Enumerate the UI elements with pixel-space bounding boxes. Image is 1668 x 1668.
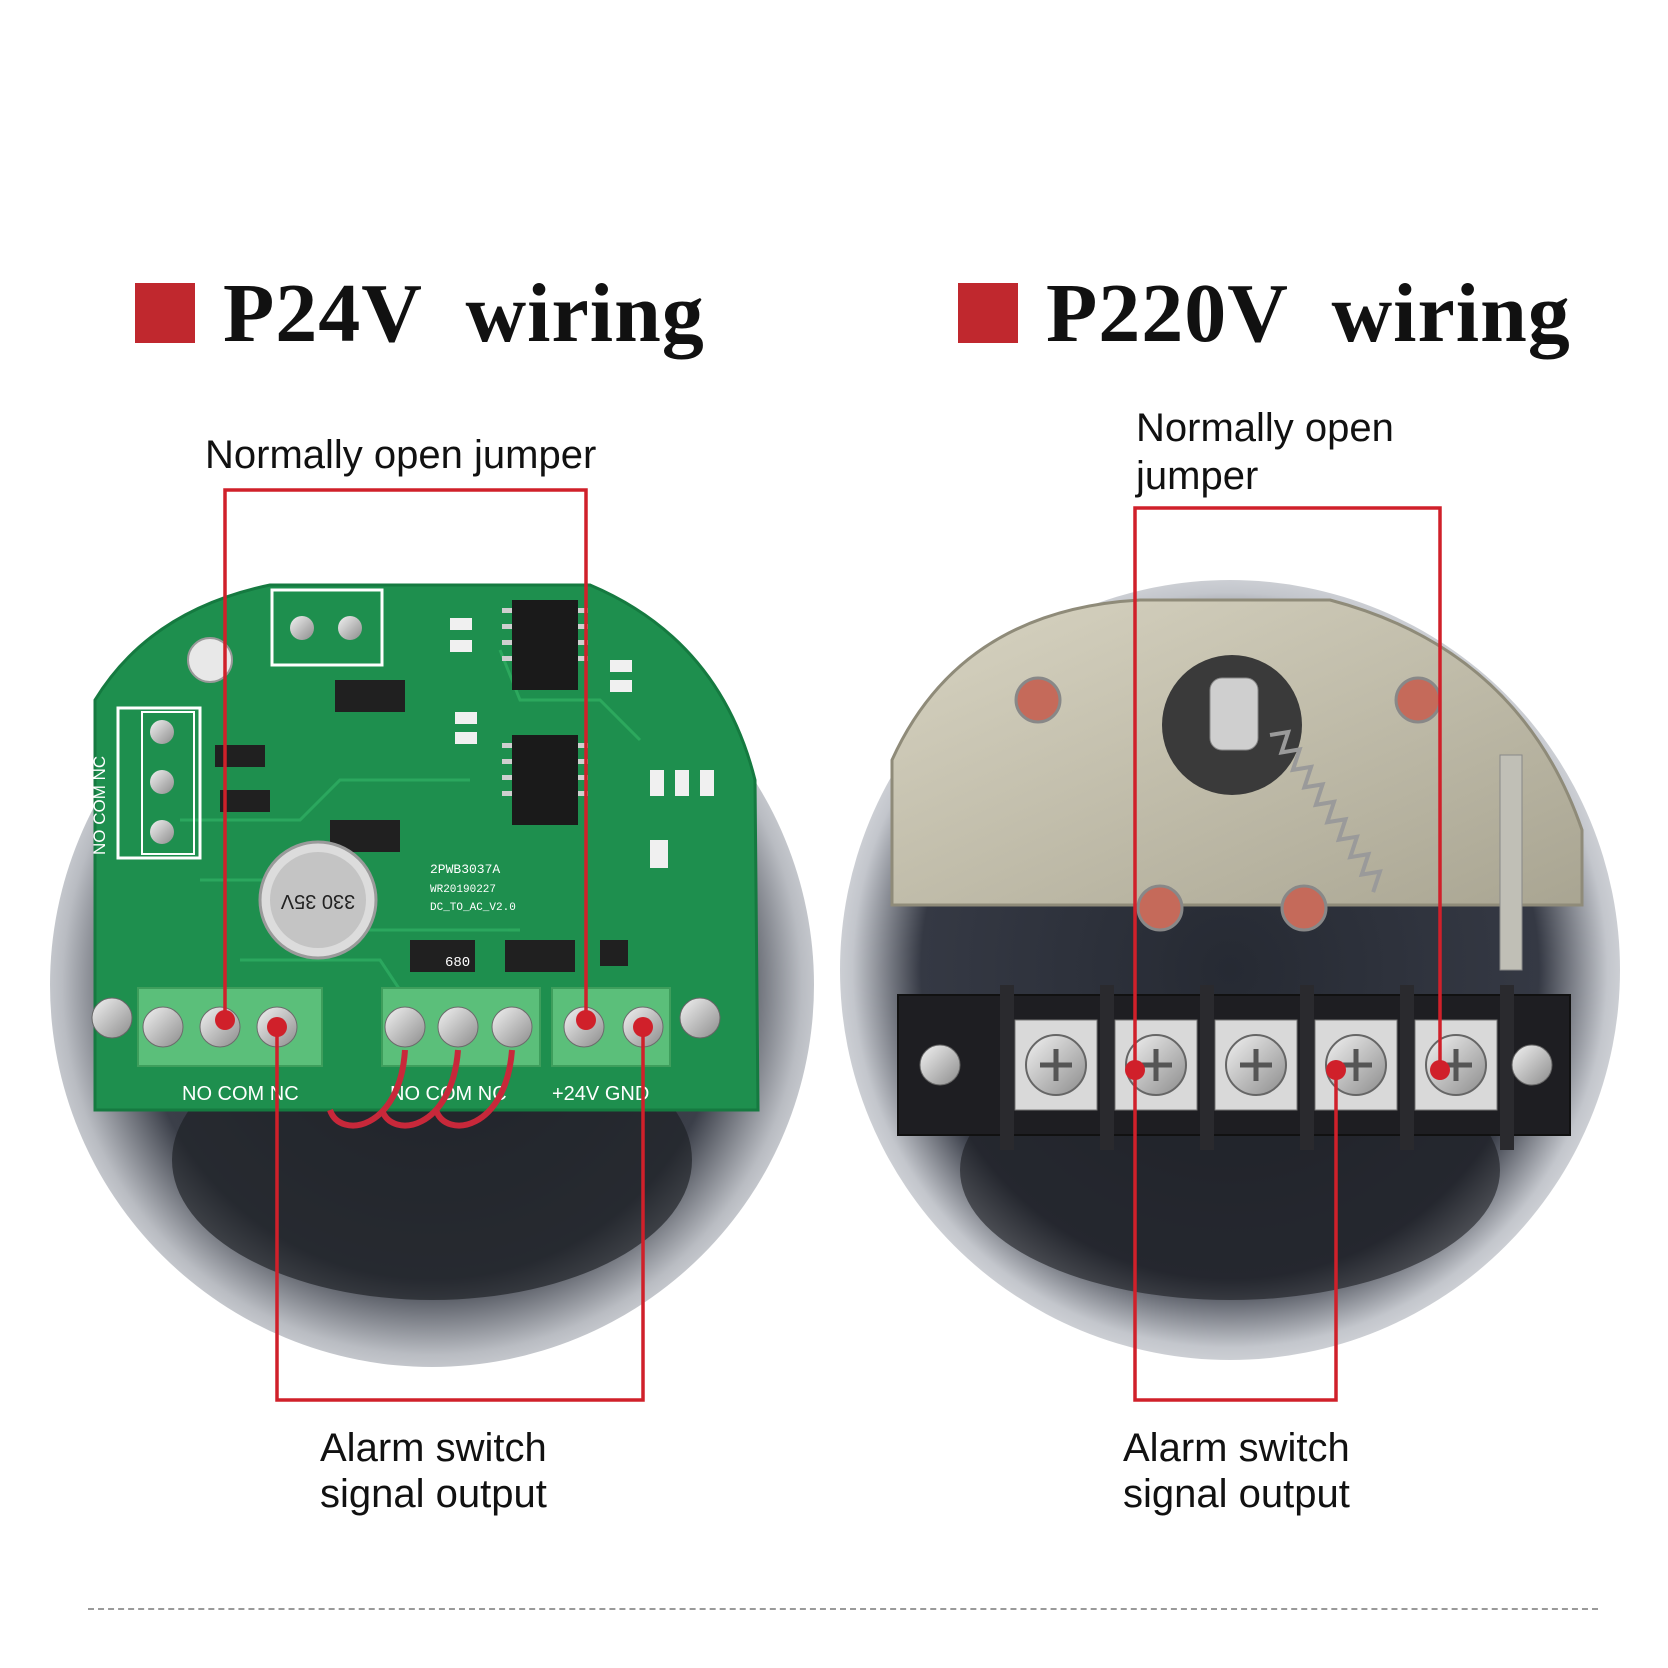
callout-dots <box>215 1010 1450 1080</box>
pcb-board <box>93 583 760 1112</box>
electrolytic-capacitor: 330 35V <box>258 840 378 960</box>
plate-screw <box>1014 676 1062 724</box>
label-left-alarm-line2: signal output <box>320 1472 547 1516</box>
pcb-resistor-label: 680 <box>445 955 470 971</box>
p24v-device: NO COM NC <box>50 583 814 1367</box>
label-left-alarm-line1: Alarm switch <box>320 1426 547 1470</box>
title-p24v-text: P24V wiring <box>223 266 705 360</box>
terminal-left-labels: NO COM NC <box>182 1083 299 1105</box>
title-p220v-text: P220V wiring <box>1046 266 1571 360</box>
left-jumper-bracket <box>223 488 588 1020</box>
plate-screw <box>1280 884 1328 932</box>
plate-screw <box>1394 676 1442 724</box>
title-p220v: P220V wiring <box>958 267 1571 360</box>
terminal-right-labels: +24V GND <box>552 1083 649 1105</box>
left-output-bracket <box>275 1027 645 1402</box>
p220v-terminal-block <box>897 985 1571 1150</box>
dashed-divider <box>88 1608 1598 1610</box>
red-square-bullet-icon <box>135 283 195 343</box>
right-jumper-bracket <box>1133 506 1442 1070</box>
red-square-bullet-icon <box>958 283 1018 343</box>
jumper-wires <box>327 1049 515 1129</box>
pcb-model-line1: 2PWB3037A <box>430 862 500 877</box>
pcb-model-line2: WR20190227 <box>430 884 496 896</box>
label-left-normally-open-jumper: Normally open jumper <box>205 433 597 477</box>
label-right-normally-open-line1: Normally open <box>1136 406 1394 450</box>
label-right-normally-open-line2: jumper <box>1136 454 1259 498</box>
capacitor-label: 330 35V <box>280 890 355 912</box>
ic-chip-u1 <box>512 600 578 690</box>
pcb-model-line3: DC_TO_AC_V2.0 <box>430 902 516 914</box>
title-p24v: P24V wiring <box>135 267 705 360</box>
label-right-alarm-line2: signal output <box>1123 1472 1350 1516</box>
ic-chip-u2 <box>512 735 578 825</box>
p220v-device <box>840 580 1620 1360</box>
plate-screw <box>1136 884 1184 932</box>
label-right-alarm-line1: Alarm switch <box>1123 1426 1350 1470</box>
callout-lines <box>223 488 1442 1402</box>
pcb-j3-label: NO COM NC <box>90 756 109 855</box>
right-output-bracket <box>1133 1070 1338 1402</box>
tension-spring <box>1269 729 1383 893</box>
